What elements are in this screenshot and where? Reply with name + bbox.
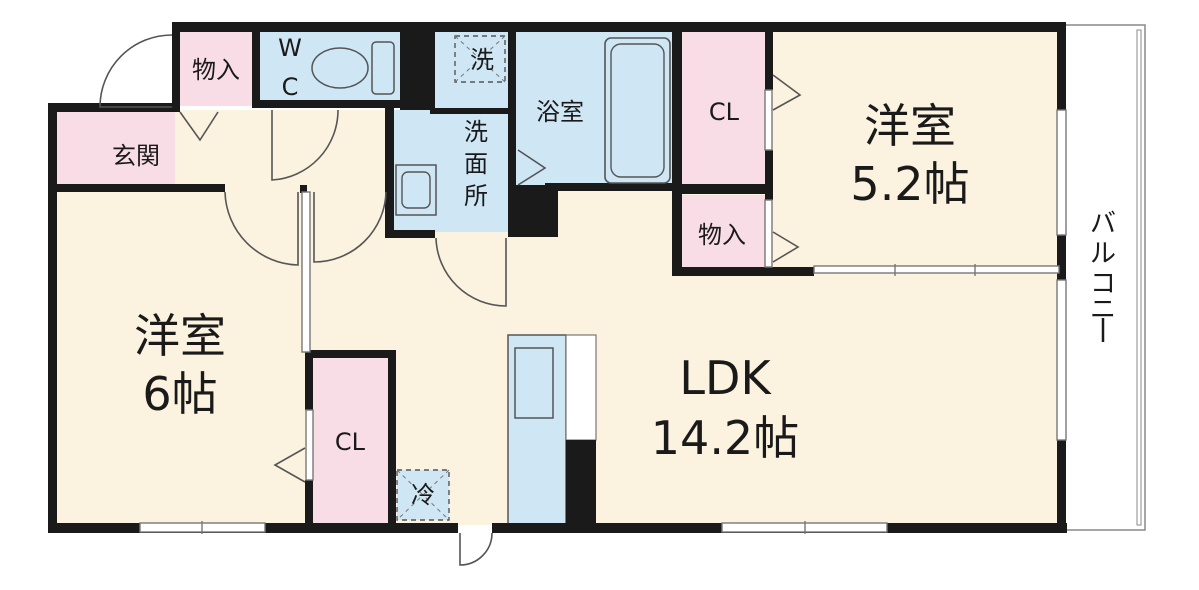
wall-bath-bottom — [545, 183, 680, 191]
wall-washroom-right — [508, 30, 516, 190]
wall-storage-toilet — [252, 30, 260, 108]
washer-fixture — [454, 35, 506, 83]
balcony-label-1: バ — [1090, 209, 1116, 239]
balcony-label-2: ル — [1090, 239, 1116, 269]
storage-entry-label: 物入 — [192, 56, 240, 84]
western-room-a-floor — [770, 30, 1060, 270]
ldk-door-swing — [313, 191, 387, 263]
partitions — [301, 89, 1060, 481]
wall-bath-right — [672, 30, 682, 275]
storage-door-swing — [179, 111, 219, 142]
wall-top — [172, 22, 1065, 32]
storage-mid-floor — [680, 195, 770, 270]
windows — [139, 109, 1067, 534]
wall-toilet-right — [400, 30, 435, 110]
entrance-label: 玄関 — [112, 142, 160, 170]
wall-left — [48, 103, 57, 533]
washroom-label-3: 所 — [464, 182, 488, 210]
wall-toilet-bottom — [252, 100, 402, 108]
labels: 洋室 5.2帖 洋室 6帖 LDK 14.2帖 CL CL 物入 物入 玄関 浴… — [112, 34, 1116, 509]
window-ldk — [1056, 279, 1067, 441]
balcony-rail-inner — [1136, 29, 1142, 526]
closet-bottom-floor — [312, 355, 388, 523]
closet-bottom-door — [305, 409, 314, 481]
closet-top-floor — [680, 30, 770, 185]
storage-mid-door — [764, 199, 773, 268]
wall-closet-right — [765, 30, 773, 90]
kitchen-sink — [514, 347, 554, 419]
closet-top-label: CL — [709, 98, 740, 126]
wall-right — [1057, 22, 1066, 533]
toilet-fixture — [311, 41, 395, 95]
toilet-label-1: W — [278, 34, 302, 62]
fridge-label: 冷 — [411, 481, 435, 509]
room-a-name: 洋室 — [864, 99, 956, 153]
wall-closet-bottom — [672, 184, 772, 194]
wall-room-b-right-top — [300, 185, 307, 193]
wall-storage-left — [172, 22, 180, 112]
service-door-swing — [459, 532, 493, 566]
room-b-door-swing — [224, 191, 299, 266]
wall-washroom-left — [385, 108, 394, 238]
wall-washer-bottom — [430, 108, 515, 114]
wall-closet-bottom-top — [305, 350, 395, 358]
ldk-size: 14.2帖 — [651, 411, 799, 465]
storage-entry-floor — [178, 30, 260, 106]
partition-room-b-ldk — [301, 191, 311, 353]
wall-closet-right-2 — [765, 150, 773, 200]
storage-mid-swing — [772, 231, 800, 263]
wall-closet-bottom-left — [305, 350, 313, 410]
wall-closet-bottom-right — [388, 350, 396, 530]
closet-top-swing — [772, 74, 802, 111]
fridge-fixture — [396, 469, 450, 521]
toilet-door-swing — [271, 109, 339, 181]
fixtures — [311, 35, 671, 521]
balcony — [1064, 24, 1146, 531]
bathtub-fixture — [604, 37, 671, 184]
bathroom-label: 浴室 — [536, 98, 584, 126]
bath-door-swing — [517, 149, 547, 186]
wall-room-b-top — [55, 184, 225, 192]
room-b-size: 6帖 — [142, 367, 217, 421]
washer-label: 洗 — [470, 46, 494, 74]
storage-mid-label: 物入 — [698, 221, 746, 249]
western-room-b-floor — [55, 190, 305, 525]
balcony-rail — [1064, 24, 1146, 531]
closet-top-door — [764, 89, 773, 151]
front-door-swing — [99, 34, 173, 108]
ldk-name: LDK — [679, 351, 772, 405]
wall-storage-mid-bottom — [672, 267, 814, 276]
washroom-label-2: 面 — [464, 150, 488, 178]
entrance-floor — [55, 110, 175, 188]
wall-kitchen-end — [566, 440, 596, 528]
window-room-a — [1056, 109, 1067, 236]
wall-closet-bottom-left-2 — [305, 480, 313, 530]
doors — [99, 34, 802, 566]
closet-bottom-swing — [273, 447, 306, 483]
wall-column — [508, 185, 558, 237]
room-a-size: 5.2帖 — [850, 157, 969, 211]
room-b-name: 洋室 — [134, 309, 226, 363]
partition-room-a-ldk — [813, 265, 1060, 274]
toilet-label-2: C — [282, 73, 299, 101]
washroom-door-swing — [435, 237, 507, 307]
washbasin-fixture — [395, 164, 437, 216]
balcony-label-3: コ — [1090, 269, 1116, 299]
washroom-label-1: 洗 — [464, 118, 488, 146]
closet-bottom-label: CL — [335, 428, 366, 456]
wall-washroom-bottom — [385, 230, 435, 238]
kitchen-back-counter — [565, 334, 597, 441]
